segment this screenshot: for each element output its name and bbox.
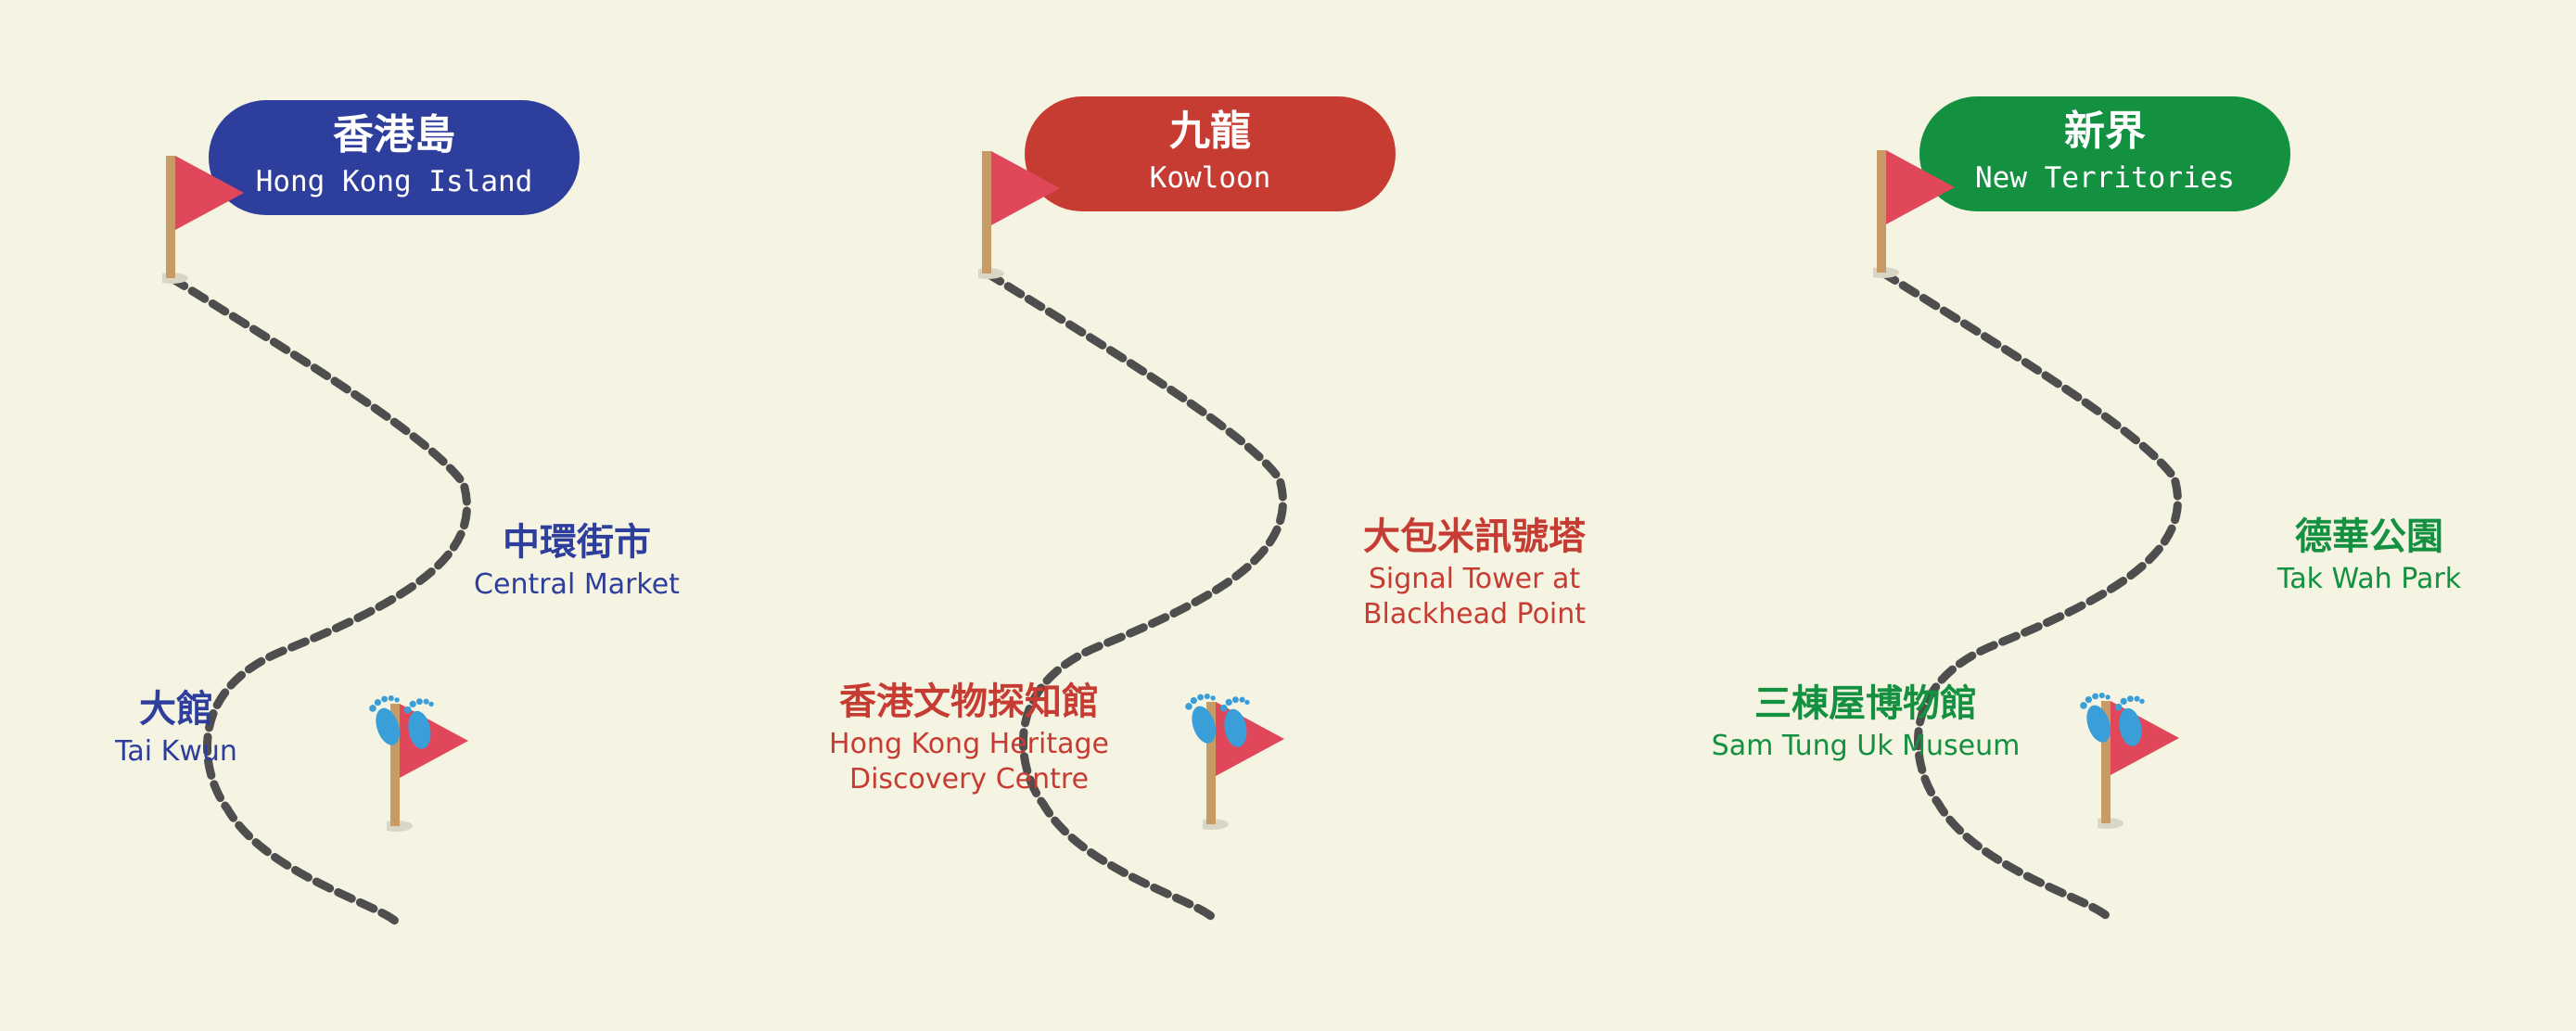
region-pill: 新界 New Territories bbox=[1919, 96, 2290, 211]
region-title-en: New Territories bbox=[1975, 161, 2235, 195]
region-title-en: Hong Kong Island bbox=[256, 165, 533, 198]
stop-name-zh: 三棟屋博物館 bbox=[1754, 682, 1977, 725]
region-pill-bg bbox=[209, 100, 580, 215]
stop-name-zh: 中環街市 bbox=[503, 521, 651, 564]
region-title-zh: 新界 bbox=[2064, 108, 2146, 155]
stop-label: 大館 Tai Kwun bbox=[114, 688, 237, 768]
stop-name-zh: 香港文物探知館 bbox=[839, 681, 1099, 723]
stop-name-en: Tai Kwun bbox=[114, 735, 237, 768]
stop-label: 德華公園 Tak Wah Park bbox=[2276, 516, 2462, 595]
stop-label: 三棟屋博物館 Sam Tung Uk Museum bbox=[1712, 682, 2021, 762]
trail-dashes bbox=[1878, 268, 2183, 921]
stop-name-en: Signal Tower at bbox=[1369, 563, 1581, 595]
region-pill-bg bbox=[1025, 96, 1396, 211]
stop-name-zh: 大館 bbox=[139, 688, 213, 731]
region-pill-bg bbox=[1919, 96, 2290, 211]
region-title-zh: 香港島 bbox=[333, 111, 455, 159]
stop-name-en: Hong Kong Heritage bbox=[829, 728, 1109, 760]
stop-label: 中環街市 Central Market bbox=[474, 521, 680, 601]
region-pill: 香港島 Hong Kong Island bbox=[209, 100, 580, 215]
stop-name-zh: 大包米訊號塔 bbox=[1363, 516, 1587, 558]
trail-dashes bbox=[167, 274, 472, 926]
region-2: 新界 New Territories 德華公園 Tak Wah Park 三棟屋博物館 S… bbox=[1712, 96, 2462, 921]
stop-name-en: Sam Tung Uk Museum bbox=[1712, 730, 2021, 762]
stop-name-en: Blackhead Point bbox=[1363, 598, 1586, 630]
stop-name-en: Tak Wah Park bbox=[2276, 563, 2462, 595]
region-title-zh: 九龍 bbox=[1169, 108, 1251, 155]
region-1: 九龍 Kowloon 大包米訊號塔 Signal Tower atBlackhead … bbox=[829, 96, 1587, 922]
stop-name-zh: 德華公園 bbox=[2295, 516, 2443, 558]
region-title-en: Kowloon bbox=[1150, 161, 1271, 195]
region-pill: 九龍 Kowloon bbox=[1025, 96, 1396, 211]
trail-path bbox=[1878, 268, 2183, 921]
stop-name-en: Discovery Centre bbox=[849, 763, 1089, 796]
region-0: 香港島 Hong Kong Island 中環街市 Central Market 大館 T… bbox=[114, 100, 680, 926]
trail-dashes bbox=[983, 269, 1288, 922]
stop-name-en: Central Market bbox=[474, 568, 680, 601]
trail-path bbox=[167, 274, 472, 926]
trail-path bbox=[983, 269, 1288, 922]
